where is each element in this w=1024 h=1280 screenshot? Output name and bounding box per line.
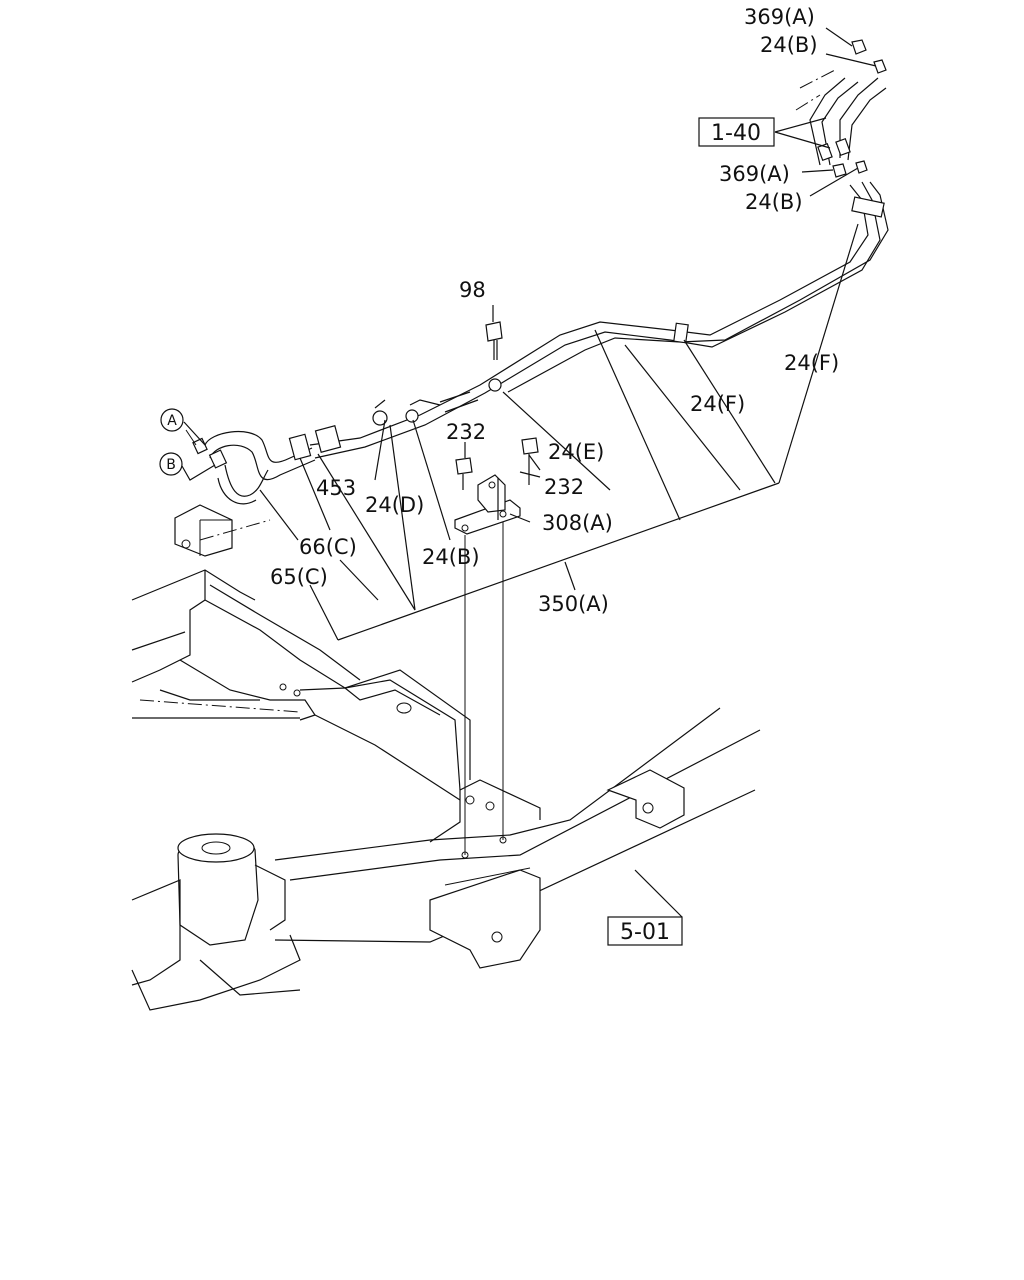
callout-a-label: A [167,413,177,429]
callout-a: A [160,408,184,432]
reference-5-01[interactable]: 5-01 [607,916,683,946]
label-24e: 24(E) [548,440,604,464]
label-232-right: 232 [544,475,584,499]
label-24f-right: 24(F) [784,351,839,375]
callout-b: B [159,452,183,476]
label-24d: 24(D) [365,493,424,517]
fuel-pipes [185,69,889,505]
label-24f-mid: 24(F) [690,392,745,416]
label-453: 453 [316,476,356,500]
fasteners [454,39,887,535]
label-65c: 65(C) [270,565,328,589]
ref-1-40-label: 1-40 [711,121,761,146]
label-232-left: 232 [446,420,486,444]
alignment-lines [461,520,507,859]
label-98: 98 [459,278,486,302]
label-66c: 66(C) [299,535,357,559]
leader-lines [181,27,877,918]
label-350a: 350(A) [538,592,609,616]
label-369a-top: 369(A) [744,5,815,29]
label-24b-mid: 24(B) [745,190,803,214]
label-24b-low: 24(B) [422,545,480,569]
label-308a: 308(A) [542,511,613,535]
label-24b-top: 24(B) [760,33,818,57]
reference-1-40[interactable]: 1-40 [698,117,775,147]
chassis-frame [131,504,761,1011]
callout-b-label: B [166,457,176,473]
ref-5-01-label: 5-01 [620,920,670,945]
part-labels: 369(A) 24(B) 369(A) 24(B) 98 24(F) 24(F)… [270,5,839,616]
label-369a-mid: 369(A) [719,162,790,186]
